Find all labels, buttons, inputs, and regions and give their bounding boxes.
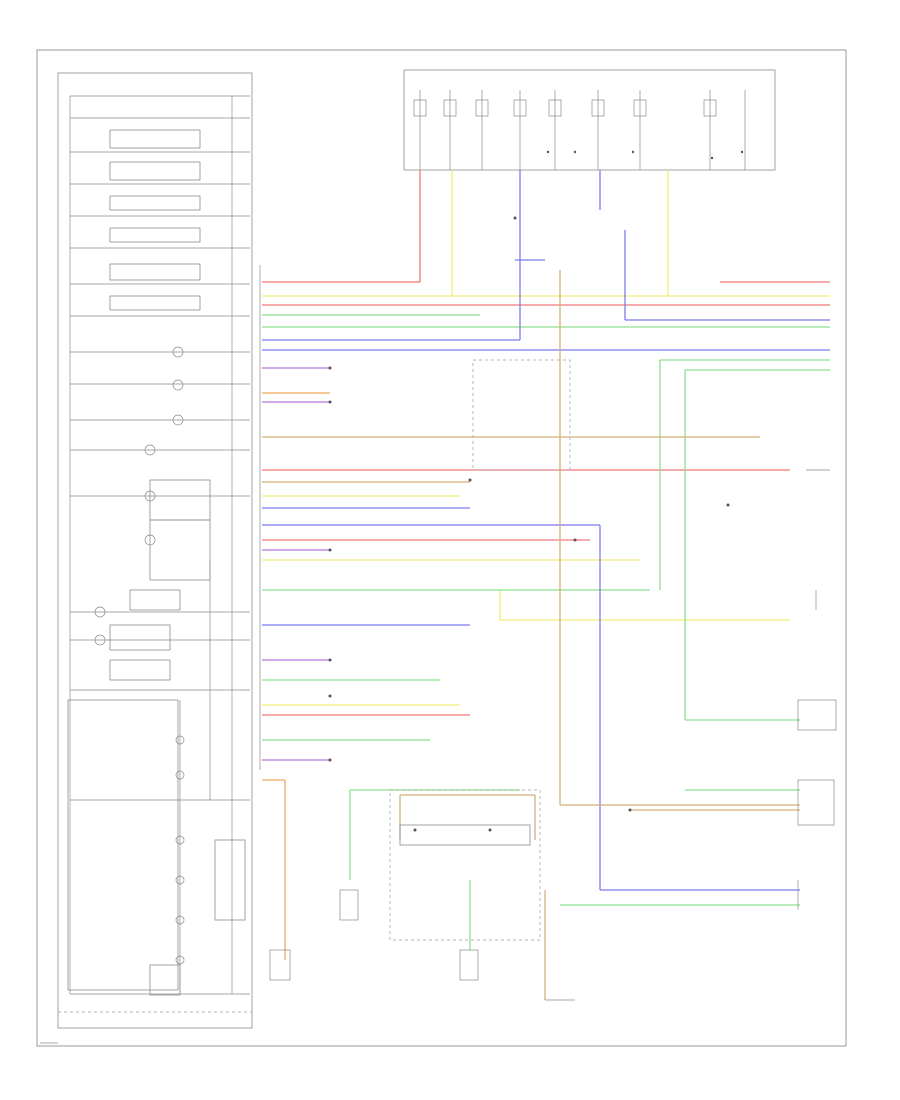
gauge-assembly (57, 72, 253, 1029)
wire-harness (262, 170, 830, 1000)
right-components (797, 469, 837, 910)
fuse-box (403, 69, 776, 171)
diagram-frame (36, 49, 847, 1047)
splice-nodes (328, 150, 744, 832)
center-modules (269, 359, 575, 1001)
